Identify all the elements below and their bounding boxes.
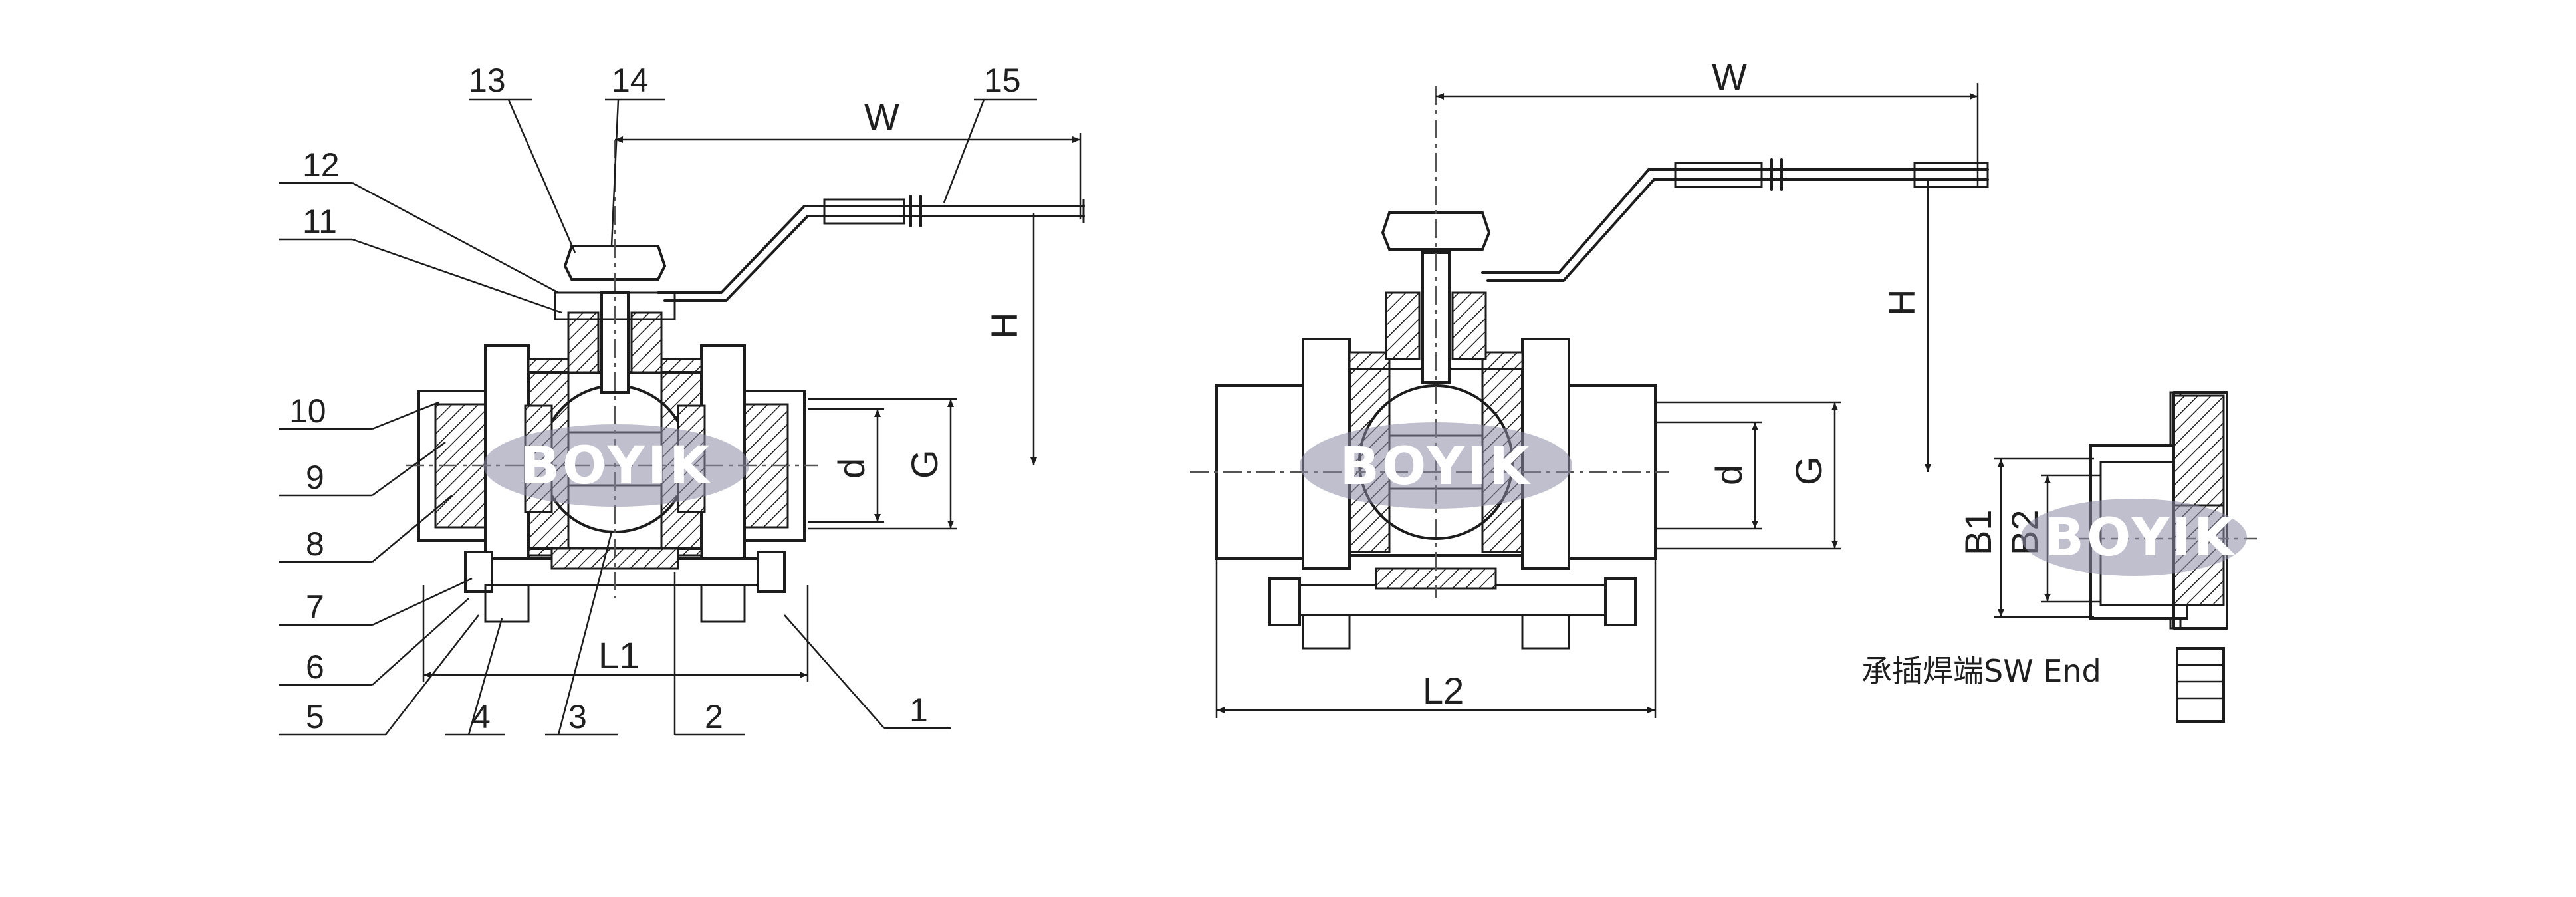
part-label-7: 7 <box>306 588 324 626</box>
dim-l1: L1 <box>598 634 640 676</box>
dim-l2: L2 <box>1423 670 1464 711</box>
part-label-13: 13 <box>469 62 506 99</box>
handle-right <box>1481 168 1989 274</box>
part-label-10: 10 <box>289 392 326 430</box>
part-label-9: 9 <box>306 459 324 496</box>
dim-d-right: d <box>1708 465 1750 485</box>
svg-text:BOYIK: BOYIK <box>1340 437 1532 497</box>
part-label-8: 8 <box>306 525 324 563</box>
right-dimensions: W H d G L2 <box>1215 56 1979 718</box>
watermark-right: BOYIK <box>1300 422 1572 509</box>
part-label-1: 1 <box>909 692 928 729</box>
part-label-11: 11 <box>302 203 337 240</box>
watermark-detail: BOYIK <box>2021 499 2247 576</box>
dim-g-right: G <box>1788 456 1829 485</box>
left-dimensions: W H d G L1 <box>422 96 1082 682</box>
part-label-15: 15 <box>984 62 1021 99</box>
part-callouts: 13 14 15 12 11 10 9 8 7 6 <box>279 62 1037 736</box>
right-valve-view <box>1190 86 1989 650</box>
part-label-2: 2 <box>705 698 723 735</box>
watermark-left: BOYIK <box>483 424 749 507</box>
part-label-5: 5 <box>306 698 324 735</box>
dim-h-left: H <box>983 313 1025 339</box>
dim-w-right: W <box>1712 56 1747 98</box>
part-label-14: 14 <box>612 62 649 99</box>
stem-nut <box>563 245 667 281</box>
part-label-3: 3 <box>568 698 587 735</box>
part-label-12: 12 <box>302 146 340 184</box>
sw-end-caption: 承插焊端SW End <box>1861 653 2101 689</box>
dim-b1: B1 <box>1957 510 1999 556</box>
part-label-6: 6 <box>306 648 324 686</box>
dim-g-left: G <box>903 449 945 479</box>
part-label-4: 4 <box>472 698 491 735</box>
svg-text:BOYIK: BOYIK <box>521 436 713 496</box>
dim-h-right: H <box>1881 289 1923 316</box>
svg-text:BOYIK: BOYIK <box>2045 508 2237 568</box>
dim-w-left: W <box>864 96 899 138</box>
dim-d-left: d <box>830 458 872 479</box>
left-valve-view <box>406 140 1085 623</box>
handle <box>657 205 1085 294</box>
